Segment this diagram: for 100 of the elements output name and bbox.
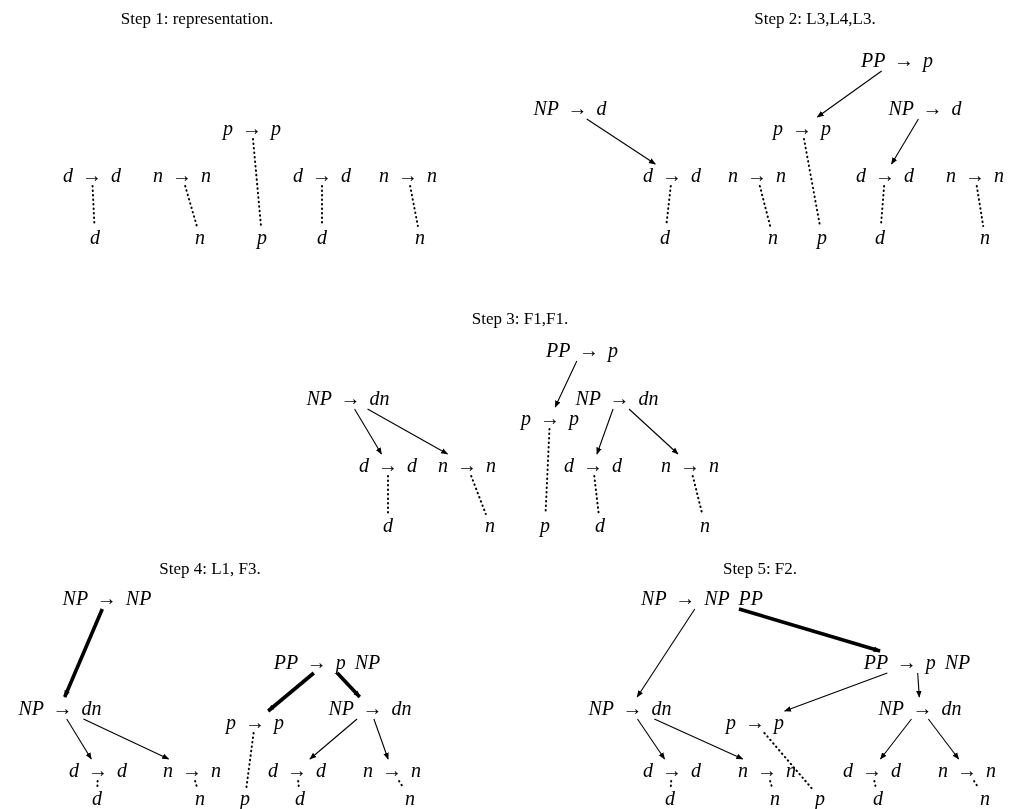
rule-label: d → d xyxy=(642,165,702,185)
terminal-symbol: n xyxy=(979,227,991,247)
terminal-symbol: d xyxy=(659,227,671,247)
arrow xyxy=(738,607,881,653)
dotted-line xyxy=(873,780,877,788)
terminal-symbol: d xyxy=(664,788,676,808)
terminal-symbol: d xyxy=(89,227,101,247)
rule-label: n → n xyxy=(378,165,438,185)
rule-label: d → d xyxy=(642,760,702,780)
rule-label: n → n xyxy=(945,165,1005,185)
arrow xyxy=(927,718,960,760)
dotted-line xyxy=(975,185,985,227)
terminal-symbol: p xyxy=(814,788,826,808)
arrow xyxy=(879,718,913,760)
rule-label: NP → d xyxy=(887,98,963,118)
terminal-symbol: p xyxy=(539,515,551,535)
terminal-symbol: n xyxy=(404,788,416,808)
rule-label: p → p xyxy=(222,118,282,138)
dotted-line xyxy=(245,732,255,788)
arrow xyxy=(354,408,382,455)
rule-label: NP → dn xyxy=(574,388,660,408)
arrow xyxy=(373,718,389,760)
rule-label: n → n xyxy=(660,455,720,475)
terminal-symbol: d xyxy=(872,788,884,808)
step-heading: Step 2: L3,L4,L3. xyxy=(754,9,876,27)
arrow xyxy=(367,408,449,455)
rule-label: n → n xyxy=(727,165,787,185)
arrow xyxy=(66,718,92,760)
terminal-symbol: d xyxy=(382,515,394,535)
dotted-line xyxy=(973,780,979,789)
dotted-line xyxy=(387,475,389,515)
rule-label: NP → NP xyxy=(61,588,153,608)
terminal-symbol: n xyxy=(194,788,206,808)
arrow xyxy=(653,718,744,760)
terminal-symbol: n xyxy=(194,227,206,247)
dotted-line xyxy=(252,138,262,227)
rule-label: d → d xyxy=(358,455,418,475)
arrow xyxy=(916,672,922,698)
rule-label: n → n xyxy=(937,760,997,780)
rule-label: n → n xyxy=(152,165,212,185)
rule-label: NP → dn xyxy=(327,698,413,718)
terminal-symbol: n xyxy=(699,515,711,535)
arrow xyxy=(628,408,679,455)
dotted-line xyxy=(409,185,419,227)
arrow xyxy=(63,608,104,698)
arrow xyxy=(816,70,883,118)
terminal-symbol: d xyxy=(91,788,103,808)
dotted-line xyxy=(758,185,772,227)
rule-label: n → n xyxy=(362,760,422,780)
arrow xyxy=(596,408,614,455)
step-heading: Step 1: representation. xyxy=(120,9,274,27)
terminal-symbol: n xyxy=(414,227,426,247)
dotted-line xyxy=(763,732,814,791)
terminal-symbol: n xyxy=(767,227,779,247)
rule-label: p → p xyxy=(520,408,580,428)
arrow xyxy=(586,118,656,165)
dotted-line xyxy=(769,780,773,788)
rule-label: NP → d xyxy=(532,98,608,118)
terminal-symbol: d xyxy=(874,227,886,247)
arrow xyxy=(267,671,315,713)
rule-label: NP → dn xyxy=(305,388,391,408)
rule-label: d → d xyxy=(563,455,623,475)
rule-label: n → n xyxy=(737,760,797,780)
dotted-line xyxy=(691,475,704,515)
dotted-line xyxy=(297,780,300,788)
terminal-symbol: n xyxy=(979,788,991,808)
terminal-symbol: d xyxy=(294,788,306,808)
rule-label: n → n xyxy=(162,760,222,780)
step-heading: Step 5: F2. xyxy=(722,559,798,577)
rule-label: d → d xyxy=(855,165,915,185)
rule-label: d → d xyxy=(292,165,352,185)
dotted-line xyxy=(593,475,600,515)
rule-label: NP → NP PP xyxy=(640,588,764,608)
terminal-symbol: d xyxy=(316,227,328,247)
rule-label: NP → dn xyxy=(17,698,103,718)
rule-label: PP → p xyxy=(859,50,935,70)
rule-label: p → p xyxy=(725,712,785,732)
rule-label: NP → dn xyxy=(587,698,673,718)
rule-label: PP → p xyxy=(544,340,620,360)
terminal-symbol: n xyxy=(484,515,496,535)
terminal-symbol: p xyxy=(256,227,268,247)
arrow xyxy=(891,118,919,165)
rule-label: n → n xyxy=(437,455,497,475)
arrow xyxy=(82,718,170,760)
terminal-symbol: d xyxy=(594,515,606,535)
dotted-line xyxy=(803,138,821,227)
rule-label: PP → p NP xyxy=(862,652,972,672)
dotted-line xyxy=(669,780,673,788)
dotted-line xyxy=(194,780,198,788)
terminal-symbol: p xyxy=(239,788,251,808)
terminal-symbol: n xyxy=(769,788,781,808)
arrow xyxy=(636,718,666,760)
arrow xyxy=(554,360,578,408)
rule-label: NP → dn xyxy=(877,698,963,718)
rule-label: d → d xyxy=(267,760,327,780)
dotted-line xyxy=(398,780,404,789)
arrow xyxy=(636,608,696,698)
arrow xyxy=(309,718,358,760)
rule-label: p → p xyxy=(225,712,285,732)
rule-label: PP → p NP xyxy=(272,652,382,672)
